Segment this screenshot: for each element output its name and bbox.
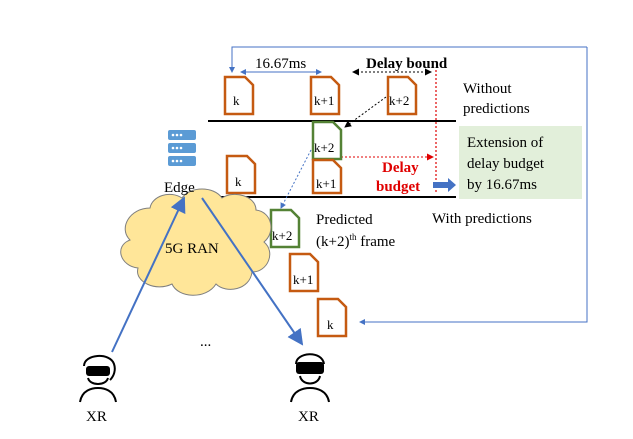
without-label-2: predictions [463,101,530,117]
frame-k2-predicted: k+2 [269,208,301,249]
extension-line-1: Extension of [467,135,543,151]
svg-text:k+1: k+1 [314,93,334,108]
xr-right-label: XR [298,409,319,425]
svg-text:k+1: k+1 [316,176,336,191]
ran-label: 5G RAN [165,241,219,257]
svg-text:k: k [235,174,242,189]
frame-k1-with: k+1 [311,158,343,195]
frame-k2-predicted-row: k+2 [311,120,343,161]
extension-line-2: delay budget [467,156,545,172]
with-predictions-label: With predictions [432,211,532,227]
frame-group: k k+1 k+2 k+2 k k+1 k+2 k+1 [223,75,418,338]
frame-k-chain: k [316,297,348,338]
svg-text:k+2: k+2 [389,93,409,108]
delay-budget-label-1: Delay [382,160,419,176]
predicted-label: Predicted (k+2)th frame [316,212,396,250]
svg-text:k: k [327,317,334,332]
svg-text:k+2: k+2 [314,140,334,155]
frame-k1-chain: k+1 [288,252,320,293]
server-icon [168,130,196,166]
delay-budget-label-2: budget [376,179,420,195]
cloud-5g-ran: 5G RAN [120,188,272,296]
svg-text:(k+2)th frame: (k+2)th frame [316,232,396,250]
frame-k1-top: k+1 [309,75,341,116]
interval-label: 16.67ms [255,56,306,72]
uplink-arrow [111,196,186,353]
without-label-1: Without [463,81,512,97]
edge-label: Edge [164,180,195,196]
extension-box: Extension of delay budget by 16.67ms [459,126,582,199]
frame-k-top: k [223,75,255,116]
frame-k2-top: k+2 [386,75,418,116]
prediction-link [280,149,312,209]
xr-user-left-icon [79,355,117,403]
xr-user-right-icon [290,353,330,403]
svg-text:k: k [233,93,240,108]
extension-arrow [433,178,456,192]
more-users-ellipsis: ... [200,334,211,350]
delay-bound-label: Delay bound [366,56,448,72]
feedback-loop [229,46,588,325]
svg-text:k+2: k+2 [272,228,292,243]
frame-shift-arrow [344,96,387,128]
xr-left-label: XR [86,409,107,425]
svg-text:k+1: k+1 [293,272,313,287]
downlink-arrow [201,197,304,346]
extension-line-3: by 16.67ms [467,177,537,193]
frame-k-with: k [225,154,257,195]
interval-marker: 16.67ms [240,56,322,75]
svg-text:Predicted: Predicted [316,212,373,228]
